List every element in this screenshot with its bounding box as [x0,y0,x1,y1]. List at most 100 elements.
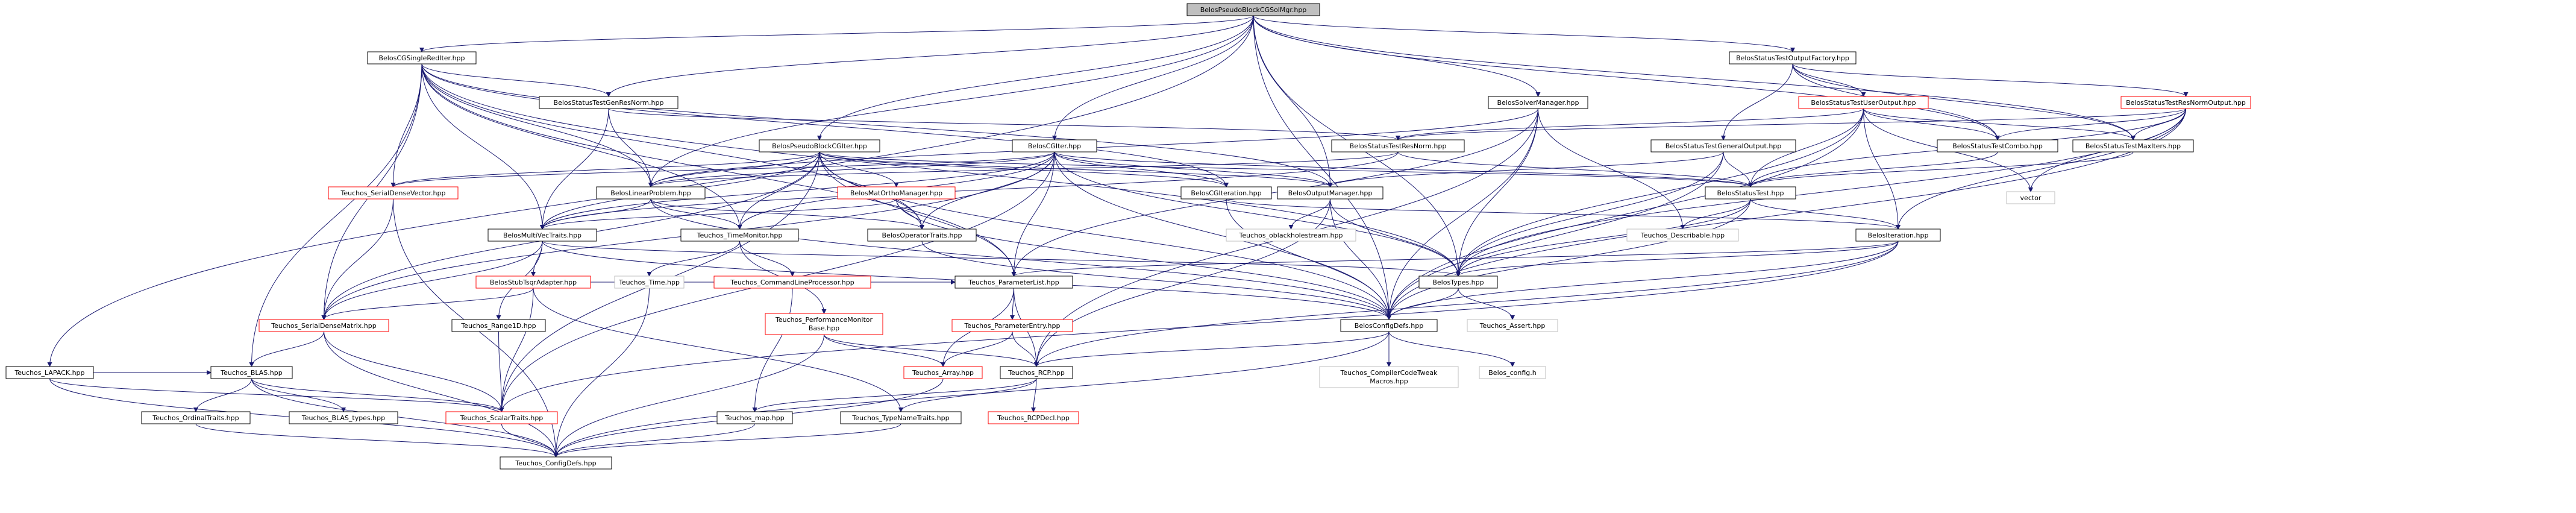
edge-blas-to-ordinal [193,378,252,412]
edge-mvtraits-to-belostypes [542,241,1461,277]
node-belostypes[interactable]: BelosTypes.hpp [1418,275,1498,289]
edge-resnormout-to-iteration [1896,108,2186,230]
node-outmgr[interactable]: BelosOutputManager.hpp [1277,186,1384,200]
node-resnormout[interactable]: BelosStatusTestResNormOutput.hpp [2120,96,2251,109]
node-tolfac[interactable]: BelosStatusTestOutputFactory.hpp [1729,51,1857,65]
node-describable[interactable]: Teuchos_Describable.hpp [1626,228,1739,242]
node-box-resnorm [1331,139,1465,153]
node-scalar[interactable]: Teuchos_ScalarTraits.hpp [445,411,558,424]
node-box-trcp [1000,366,1073,379]
node-useroutput[interactable]: BelosStatusTestUserOutput.hpp [1798,96,1929,109]
edge-mvtraits-to-sdm [321,241,543,320]
node-box-blas [210,366,293,379]
node-box-linprob [596,186,706,200]
node-ordinal[interactable]: Teuchos_OrdinalTraits.hpp [141,411,251,424]
edge-tmap-to-tconfig [553,423,755,458]
node-typename[interactable]: Teuchos_TypeNameTraits.hpp [840,411,962,424]
node-paramlist[interactable]: Teuchos_ParameterList.hpp [954,275,1073,289]
node-label-vector: vector [2020,194,2042,202]
edge-configdefs-to-belosconfig [1388,331,1515,367]
node-matortho[interactable]: BelosMatOrthoManager.hpp [837,186,956,200]
edge-stubtsqr-to-typename [533,288,903,412]
node-vector[interactable]: vector [2006,191,2055,204]
node-ttime[interactable]: Teuchos_Time.hpp [614,275,685,289]
node-box-oblackhole [1226,228,1356,242]
node-label-paramentry: Teuchos_ParameterEntry.hpp [964,322,1061,330]
node-tarray[interactable]: Teuchos_Array.hpp [903,366,983,379]
edge-outmgr-to-oblackhole [1288,198,1330,230]
node-tassert[interactable]: Teuchos_Assert.hpp [1467,319,1558,332]
node-root[interactable]: BelosPseudoBlockCGSolMgr.hpp [1186,3,1320,16]
node-mvtraits[interactable]: BelosMultiVecTraits.hpp [487,228,597,242]
node-blas[interactable]: Teuchos_BLAS.hpp [210,366,293,379]
edge-configdefs-to-tconfig [553,331,1390,458]
node-resnorm[interactable]: BelosStatusTestResNorm.hpp [1331,139,1465,153]
node-label-matortho: BelosMatOrthoManager.hpp [850,189,942,197]
node-cgiterh[interactable]: BelosCGIter.hpp [1012,139,1097,153]
node-combo[interactable]: BelosStatusTestCombo.hpp [1937,139,2058,153]
node-label-describable: Teuchos_Describable.hpp [1640,231,1725,239]
node-box-genres [539,96,678,109]
node-sdv[interactable]: Teuchos_SerialDenseVector.hpp [328,186,459,200]
edge-belostypes-to-tassert [1458,288,1515,320]
node-linprob[interactable]: BelosLinearProblem.hpp [596,186,706,200]
node-label-stubtsqr: BelosStubTsqrAdapter.hpp [490,279,577,286]
node-timemon[interactable]: Teuchos_TimeMonitor.hpp [680,228,799,242]
node-label-combo: BelosStatusTestCombo.hpp [1952,142,2043,150]
node-box-range1d [451,319,546,332]
node-statustest[interactable]: BelosStatusTest.hpp [1705,186,1796,200]
edge-cgiterh-to-sdv [390,151,1055,187]
node-configdefs[interactable]: BelosConfigDefs.hpp [1340,319,1438,332]
node-label-blastypes: Teuchos_BLAS_types.hpp [301,414,385,422]
node-genout[interactable]: BelosStatusTestGeneralOutput.hpp [1650,139,1796,153]
node-pbcgiter[interactable]: BelosPseudoBlockCGIter.hpp [759,139,880,153]
node-cgsrp[interactable]: BelosCGSingleRedIter.hpp [367,51,477,65]
node-label-tolfac: BelosStatusTestOutputFactory.hpp [1736,54,1849,62]
node-maxiters[interactable]: BelosStatusTestMaxIters.hpp [2072,139,2194,153]
node-tmap[interactable]: Teuchos_map.hpp [716,411,793,424]
node-box-timemon [680,228,799,242]
node-rcpdecl[interactable]: Teuchos_RCPDecl.hpp [988,411,1079,424]
edge-cgiterh-to-belostypes [1054,151,1461,277]
node-oblackhole[interactable]: Teuchos_oblackholestream.hpp [1226,228,1356,242]
node-optraits[interactable]: BelosOperatorTraits.hpp [867,228,977,242]
node-cgiteration[interactable]: BelosCGIteration.hpp [1180,186,1272,200]
edge-pbcgiter-to-statustest [819,151,1753,187]
node-label-optraits: BelosOperatorTraits.hpp [882,231,962,239]
node-tconfig[interactable]: Teuchos_ConfigDefs.hpp [500,456,612,470]
node-genres[interactable]: BelosStatusTestGenResNorm.hpp [539,96,678,109]
node-stubtsqr[interactable]: BelosStubTsqrAdapter.hpp [475,275,591,289]
edge-typename-to-tconfig [553,423,901,458]
node-paramentry[interactable]: Teuchos_ParameterEntry.hpp [951,319,1073,332]
edge-range1d-to-scalar [498,331,504,412]
node-sdm[interactable]: Teuchos_SerialDenseMatrix.hpp [259,319,389,332]
node-box-ttime [614,275,685,289]
edge-matortho-to-mvtraits [540,198,897,230]
edge-resnormout-to-belostypes [1456,108,2186,277]
node-blastypes[interactable]: Teuchos_BLAS_types.hpp [289,411,398,424]
node-label-tassert: Teuchos_Assert.hpp [1479,322,1546,330]
node-clp[interactable]: Teuchos_CommandLineProcessor.hpp [713,275,871,289]
edge-useroutput-to-resnorm [1396,108,1864,140]
edge-blas-to-scalar [251,378,504,412]
node-range1d[interactable]: Teuchos_Range1D.hpp [451,319,546,332]
node-belosconfig[interactable]: Belos_config.h [1479,366,1546,379]
edge-solvmgr-to-paramlist [1011,108,1538,277]
edge-statustest-to-describable [1680,198,1751,230]
node-trcp[interactable]: Teuchos_RCP.hpp [1000,366,1073,379]
edge-cgsrp-to-sdv [390,63,422,187]
node-lapack[interactable]: Teuchos_LAPACK.hpp [5,366,94,379]
node-solvmgr[interactable]: BelosSolverManager.hpp [1488,96,1588,109]
node-box-matortho [837,186,956,200]
node-iteration[interactable]: BelosIteration.hpp [1855,228,1941,242]
edge-useroutput-to-statustest [1748,108,1864,187]
nodes: BelosPseudoBlockCGSolMgr.hppBelosCGSingl… [5,3,2251,470]
edge-pbcgiter-to-outmgr [819,151,1333,187]
edge-outmgr-to-configdefs [1330,198,1391,320]
node-label-resnormout: BelosStatusTestResNormOutput.hpp [2126,99,2246,107]
edge-pbcgiter-to-configdefs [819,151,1391,320]
node-box-sdv [328,186,459,200]
